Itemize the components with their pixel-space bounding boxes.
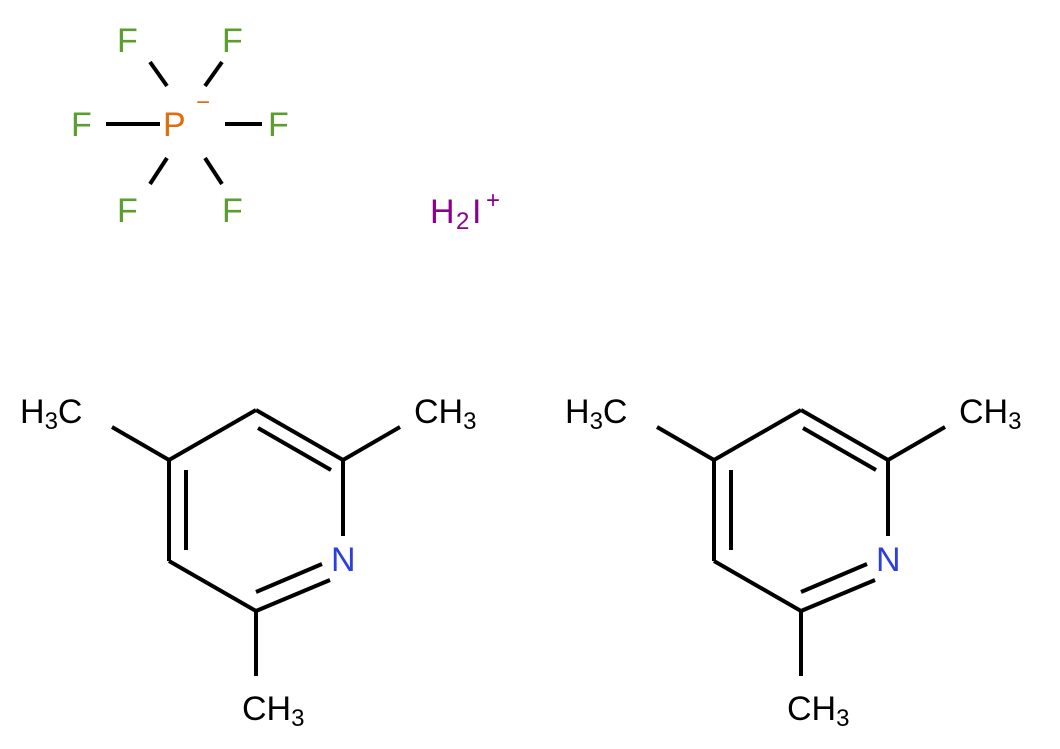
ring-bond <box>713 408 802 462</box>
methyl-carbon-hydrogen: CH <box>959 393 1008 431</box>
fluorine-atom-lower-right: F <box>222 192 243 230</box>
iodonium-hydrogen-count: 2 <box>456 208 469 235</box>
methyl-bond-4 <box>655 425 716 462</box>
fluorine-atom-upper-left: F <box>117 22 138 60</box>
ring-bond <box>800 408 889 462</box>
collidine-molecule-right: N H3C CH3 CH3 <box>565 393 1021 732</box>
methyl-hydrogen-count: 3 <box>1008 408 1021 435</box>
iodine-atom: I <box>472 193 481 231</box>
ring-double-bond-inner <box>257 426 332 472</box>
ring-bond <box>255 578 331 613</box>
methyl-4-label: H3C <box>565 393 627 435</box>
methyl-bond-2 <box>886 425 947 462</box>
ring-bond <box>713 559 802 613</box>
ring-bond <box>255 408 344 462</box>
hexafluorophosphate-anion: F F F P − F F F <box>71 22 289 230</box>
fluorine-atom-upper-right: F <box>222 22 243 60</box>
methyl-carbon-hydrogen: CH <box>242 690 291 728</box>
methyl-hydrogen-count: 3 <box>291 705 304 732</box>
methyl-2-label: CH3 <box>414 393 476 435</box>
phosphorus-atom: P <box>163 106 186 144</box>
methyl-6-label: CH3 <box>787 690 849 732</box>
nitrogen-atom: N <box>331 541 356 579</box>
p-f-bond-lower-right <box>203 156 224 186</box>
methyl-4-label: H3C <box>20 393 82 435</box>
fluorine-atom-lower-left: F <box>117 192 138 230</box>
iodonium-cation: H 2 I + <box>430 187 500 235</box>
ring-bond <box>168 408 257 462</box>
methyl-2-label: CH3 <box>959 393 1021 435</box>
ring-double-bond-inner <box>800 562 868 594</box>
collidine-molecule-left: N H3C CH3 CH3 <box>20 393 476 732</box>
ring-double-bond-inner <box>255 562 323 594</box>
methyl-6-label: CH3 <box>242 690 304 732</box>
fluorine-atom-left: F <box>71 106 92 144</box>
methyl-bond-4 <box>110 425 171 462</box>
methyl-hydrogen-count: 3 <box>45 408 58 435</box>
methyl-carbon: C <box>58 393 83 431</box>
ring-double-bond-inner <box>802 426 877 472</box>
methyl-hydrogen-count: 3 <box>836 705 849 732</box>
methyl-carbon-hydrogen: CH <box>787 690 836 728</box>
iodonium-hydrogen: H <box>430 193 455 231</box>
methyl-hydrogen-count: 3 <box>590 408 603 435</box>
methyl-bond-2 <box>341 425 402 462</box>
methyl-hydrogen: H <box>565 393 590 431</box>
methyl-hydrogen-count: 3 <box>463 408 476 435</box>
ring-bond <box>800 578 876 613</box>
nitrogen-atom: N <box>876 541 901 579</box>
methyl-carbon: C <box>603 393 628 431</box>
p-f-bond-lower-left <box>148 156 169 186</box>
cation-charge: + <box>486 187 500 214</box>
methyl-hydrogen: H <box>20 393 45 431</box>
p-f-bond-upper-left <box>148 60 169 88</box>
methyl-carbon-hydrogen: CH <box>414 393 463 431</box>
ring-bond <box>168 559 257 613</box>
anion-charge: − <box>196 89 210 116</box>
p-f-bond-upper-right <box>203 60 224 88</box>
fluorine-atom-right: F <box>268 106 289 144</box>
